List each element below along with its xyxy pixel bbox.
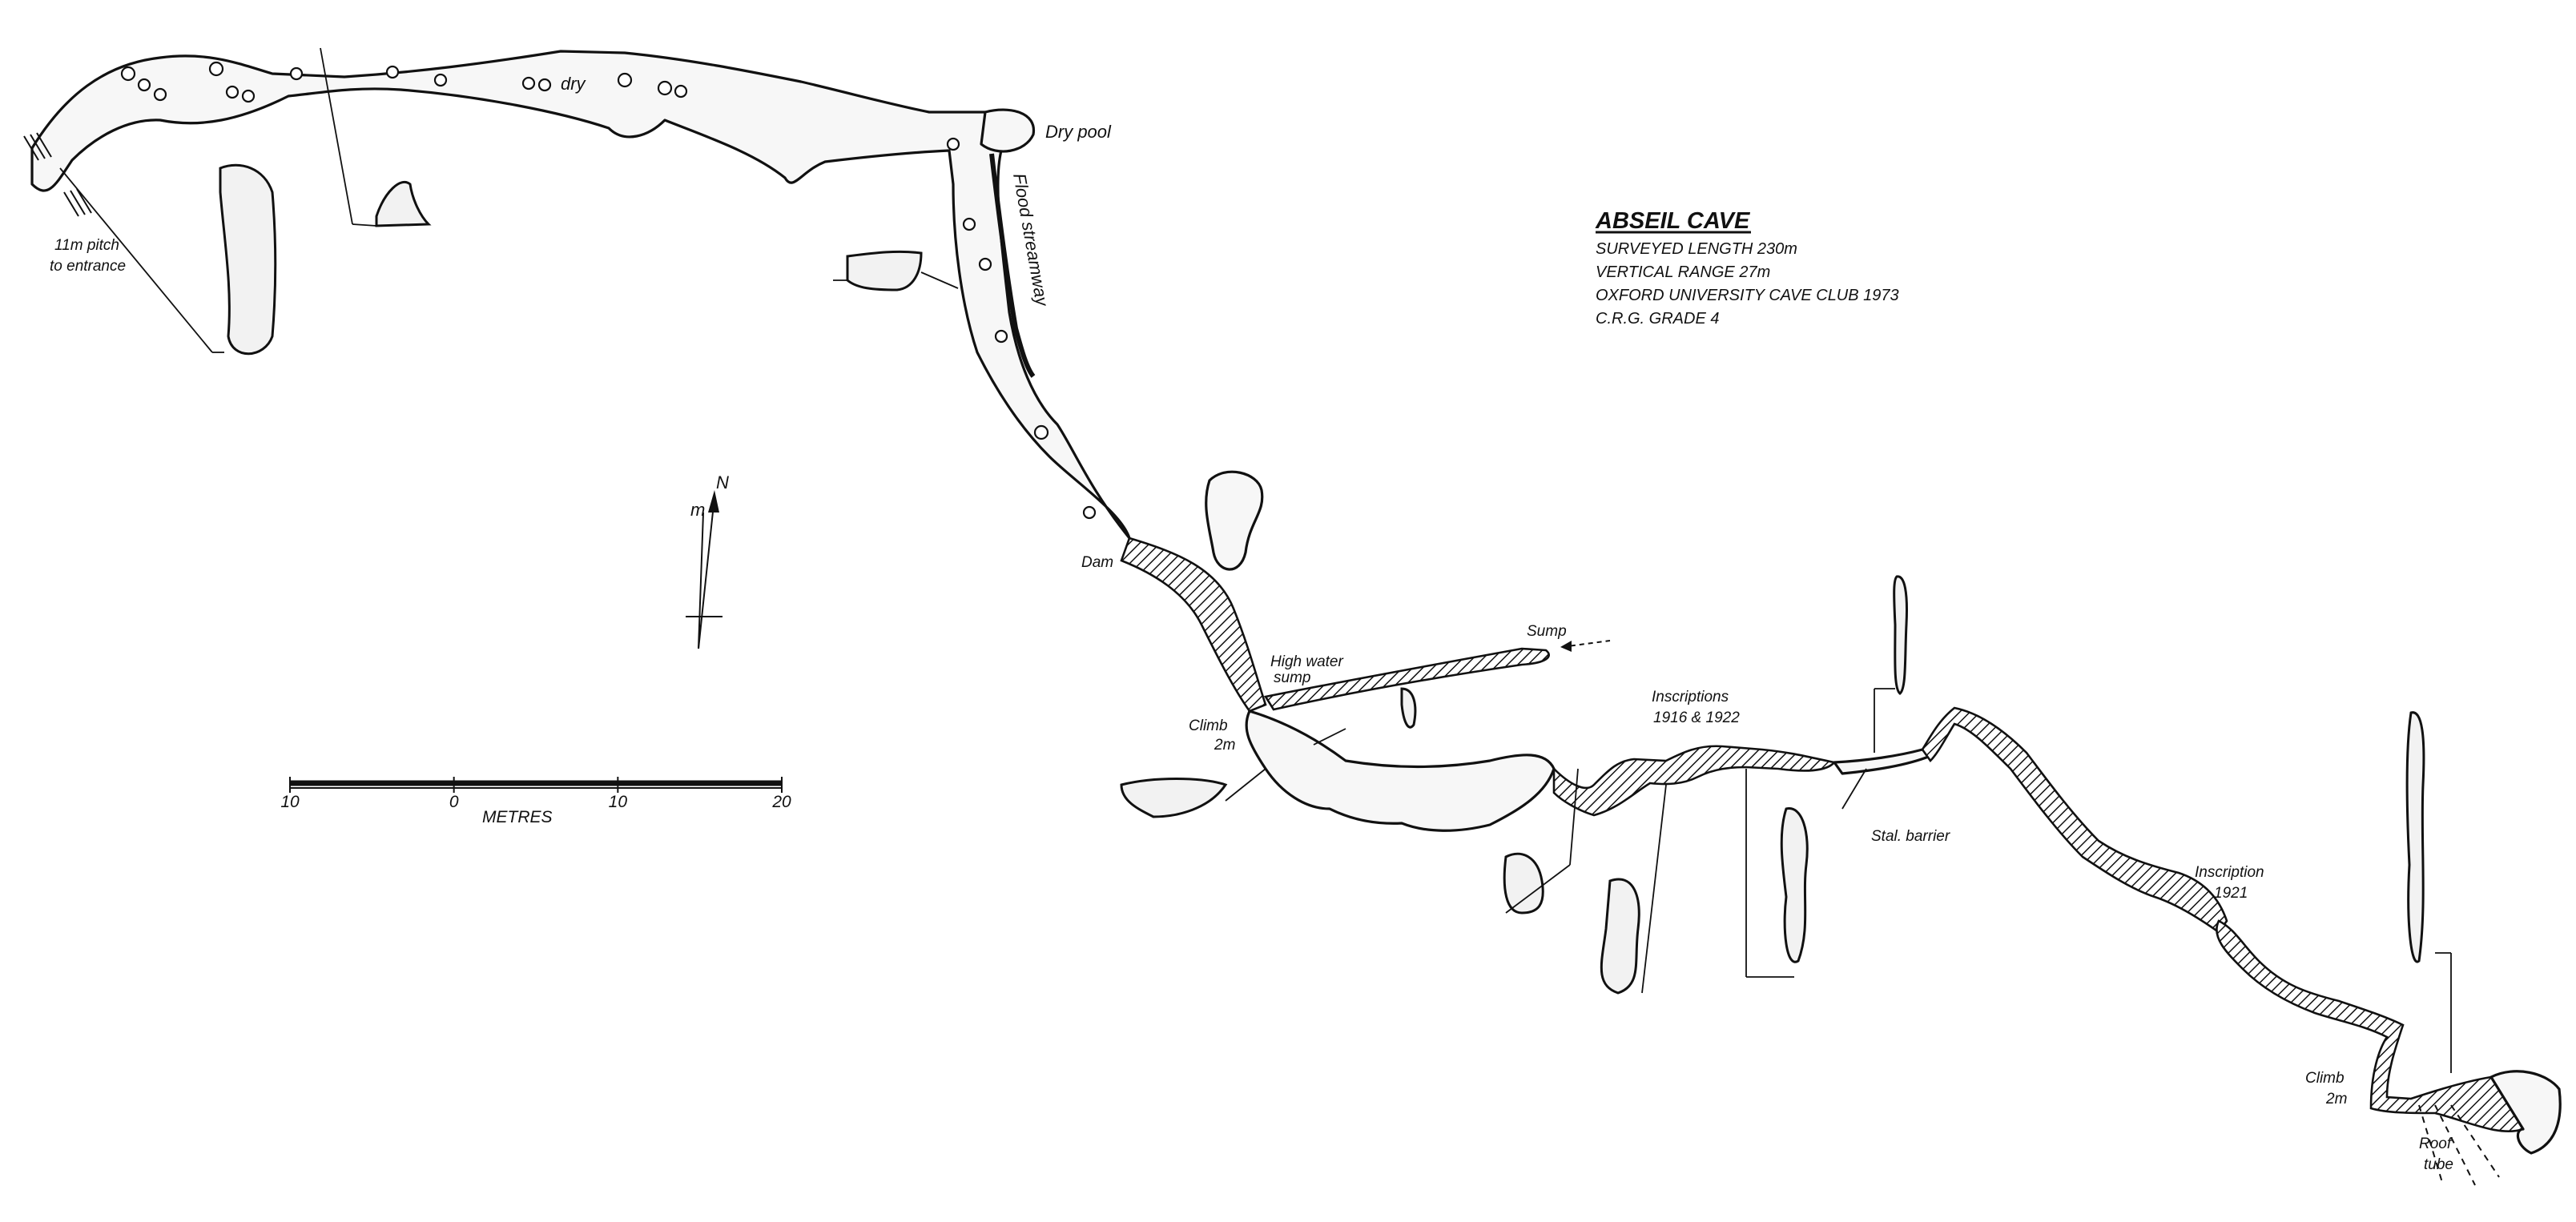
label-high-water-line1: High water: [1270, 653, 1343, 670]
feature-labels: 11m pitch to entrance dry Dry pool Flood…: [50, 74, 2453, 1173]
scale-tick-label: 20: [771, 793, 791, 811]
label-stal-barrier: Stal. barrier: [1871, 828, 1950, 845]
info-line-length: SURVEYED LENGTH 230m: [1596, 240, 1797, 258]
scale-tick-label: 0: [449, 793, 459, 811]
boulder-field: [120, 61, 1097, 520]
label-pitch-line1: 11m pitch: [54, 237, 119, 254]
label-inscription-line1: Inscription: [2195, 864, 2264, 881]
label-climb1-line2: 2m: [1214, 737, 1235, 754]
dry-pool-chamber: [980, 108, 1035, 153]
scale-tick-label: 10: [609, 793, 628, 811]
label-roof-line2: tube: [2424, 1156, 2453, 1173]
streamway-dam-section: [1120, 537, 1267, 713]
scale-bar: 10 0 10 20 METRES: [280, 777, 791, 826]
label-climb2-line2: 2m: [2325, 1091, 2347, 1107]
label-pitch-line2: to entrance: [50, 258, 126, 275]
cross-sections: [219, 163, 2425, 995]
passage-to-inscription-1921: [1921, 706, 2228, 934]
north-label: N: [716, 472, 729, 492]
label-high-water-line2: sump: [1274, 669, 1310, 686]
dam-side-chamber: [1205, 470, 1264, 571]
label-dry: dry: [561, 74, 587, 94]
high-water-sump-passage: [1263, 647, 1550, 711]
entrance-cliff-hatching: [23, 132, 92, 217]
flood-streamway-channel: [989, 153, 1036, 378]
passage-to-inscriptions: [1552, 745, 1837, 817]
info-line-club: OXFORD UNIVERSITY CAVE CLUB 1973: [1596, 287, 1899, 304]
info-line-range: VERTICAL RANGE 27m: [1596, 263, 1770, 281]
final-passage: [2216, 919, 2526, 1133]
label-dry-pool: Dry pool: [1045, 122, 1112, 142]
label-inscriptions-line1: Inscriptions: [1652, 689, 1729, 705]
terminal-chamber: [2489, 1070, 2562, 1155]
label-climb1-line1: Climb: [1189, 718, 1228, 734]
label-flood-streamway: Flood streamway: [1009, 172, 1053, 309]
title-block: ABSEIL CAVE SURVEYED LENGTH 230m VERTICA…: [1595, 208, 1899, 328]
label-dam: Dam: [1081, 554, 1113, 571]
label-inscriptions-line2: 1916 & 1922: [1653, 709, 1740, 726]
cave-passage-entrance-series: [30, 50, 1131, 540]
sump-arrow: [1560, 640, 1611, 652]
magnetic-label: m: [690, 500, 705, 520]
label-climb2-line1: Climb: [2305, 1070, 2345, 1087]
north-arrow: N m: [686, 472, 729, 649]
info-line-grade: C.R.G. GRADE 4: [1596, 310, 1719, 328]
label-sump: Sump: [1527, 623, 1567, 640]
survey-title: ABSEIL CAVE: [1595, 208, 1751, 234]
roof-tube-dashes: [2418, 1104, 2500, 1186]
central-chamber: [1245, 709, 1556, 832]
label-roof-line1: Roof: [2419, 1136, 2453, 1152]
scale-unit-label: METRES: [482, 808, 553, 826]
stal-barrier-passage: [1833, 748, 1932, 775]
section-leader-lines: [59, 47, 2452, 1073]
label-inscription-line2: 1921: [2214, 885, 2248, 902]
scale-tick-label: 10: [280, 793, 300, 811]
